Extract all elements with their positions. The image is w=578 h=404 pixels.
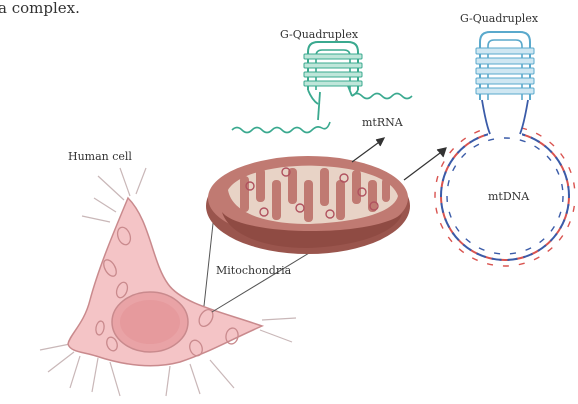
gq-left-label: G-Quadruplex	[280, 28, 359, 41]
mtrna-strand-right	[352, 94, 412, 99]
arrow-to-mtdna	[404, 148, 446, 180]
human-cell-label: Human cell	[68, 150, 132, 163]
gq-tetrads-right	[476, 48, 534, 94]
mtrna-label: mtRNA	[362, 116, 404, 129]
caption-fragment: a complex.	[0, 0, 80, 17]
mitochondrion-illustration	[206, 156, 410, 254]
mitochondria-label: Mitochondria	[216, 264, 292, 277]
mtrna-strand-left	[232, 122, 330, 133]
gq-tetrads-left	[304, 54, 362, 86]
mtdna-label: mtDNA	[488, 190, 530, 203]
arrow-to-mtrna	[352, 138, 384, 162]
mtdna-gquadruplex-illustration	[435, 32, 575, 266]
gq-right-label: G-Quadruplex	[460, 12, 539, 25]
